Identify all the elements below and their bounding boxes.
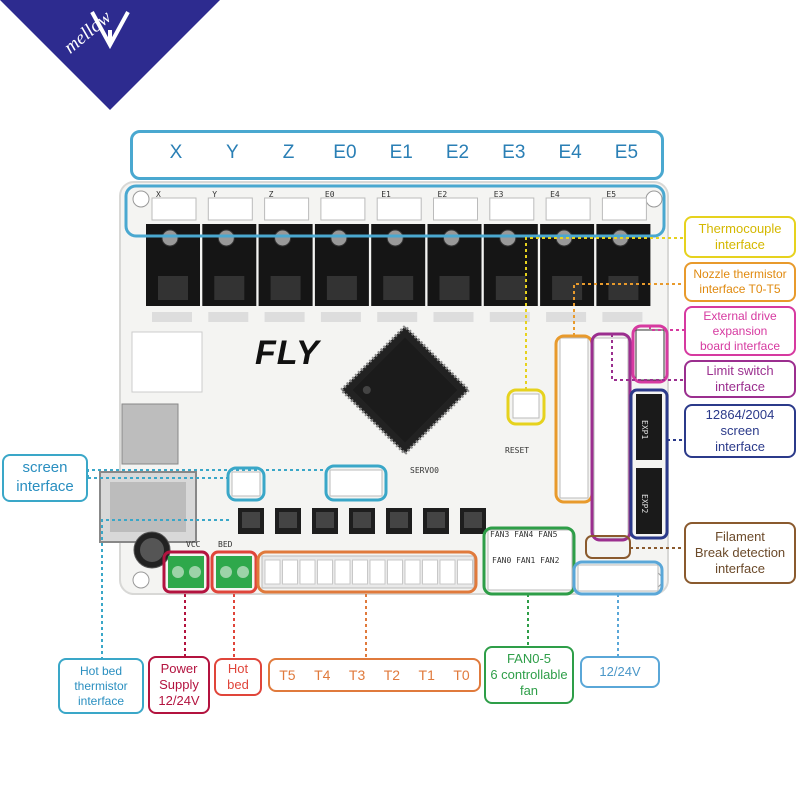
heater-outputs-label: T5 T4 T3 T2 T1 T0	[268, 658, 481, 692]
screen-interface-right-label: 12864/2004 screen interface	[684, 404, 796, 458]
logo-badge	[0, 0, 220, 110]
stepper-driver-e3	[483, 197, 538, 322]
axis-label-e1: E1	[389, 142, 413, 163]
mosfet	[423, 508, 449, 534]
filament-detection-label: Filament Break detection interface	[684, 522, 796, 584]
hotbed-thermistor-label: Hot bed thermistor interface	[58, 658, 144, 714]
silk-axis-z: Z	[268, 190, 274, 199]
fans-bottom-silk: FAN0 FAN1 FAN2	[492, 556, 560, 565]
stepper-driver-e5	[596, 197, 651, 322]
silk-axis-e2: E2	[437, 190, 448, 199]
fpc-connector	[635, 329, 665, 381]
servo-silk: SERVO0	[410, 466, 439, 475]
axis-label-e2: E2	[445, 142, 470, 163]
axis-label-row	[130, 130, 664, 180]
hot-bed-label: Hot bed	[214, 658, 262, 696]
heater-terminal-cell	[264, 559, 281, 585]
heater-label-t2: T2	[383, 667, 401, 683]
stepper-driver-e4	[540, 197, 595, 322]
stepper-driver-x	[146, 197, 200, 322]
silk-axis-e5: E5	[606, 190, 617, 199]
stepper-driver-e1	[371, 197, 426, 322]
exp1-silk: EXP1	[640, 420, 649, 440]
sd-card-slot	[121, 403, 179, 465]
heater-terminal-cell	[299, 559, 316, 585]
mount-hole	[132, 571, 150, 589]
silk-axis-x: X	[156, 190, 161, 199]
axis-label-x: X	[169, 142, 183, 163]
heater-terminal-cell	[387, 559, 403, 585]
mount-hole	[645, 190, 663, 208]
heater-label-t5: T5	[279, 667, 296, 683]
silk-axis-e1: E1	[381, 190, 391, 199]
heater-terminal-cell	[404, 559, 421, 585]
exp1-header	[636, 394, 662, 460]
heater-label-t0: T0	[453, 667, 470, 683]
heater-terminal-cell	[457, 559, 473, 585]
screen-connector-mid	[329, 469, 383, 497]
silk-axis-y: Y	[212, 190, 218, 199]
fan-connectors	[487, 529, 573, 591]
screen-connector-left	[231, 471, 261, 497]
thermocouple-connector	[512, 393, 540, 419]
axis-label-e3: E3	[502, 142, 526, 163]
axis-label-e5: E5	[614, 142, 639, 163]
heater-terminal-cell	[439, 559, 456, 585]
axis-label-z: Z	[282, 142, 295, 163]
heater-terminal-cell	[317, 559, 333, 585]
vcc-silk: VCC	[186, 540, 201, 549]
axis-label-y: Y	[225, 142, 239, 163]
reset-silk: RESET	[505, 446, 530, 455]
heater-terminal-cell	[422, 559, 438, 585]
stepper-driver-z	[258, 197, 313, 322]
mosfet	[386, 508, 412, 534]
nozzle-thermistor-label: Nozzle thermistor interface T0-T5	[684, 262, 796, 302]
heater-label-t3: T3	[348, 667, 366, 683]
mcu-chip	[339, 324, 471, 456]
mosfet	[349, 508, 375, 534]
mosfet	[460, 508, 486, 534]
axis-label-e0: E0	[333, 142, 357, 163]
exp2-silk: EXP2	[640, 494, 649, 514]
silk-axis-e3: E3	[493, 190, 504, 199]
heater-terminal-cell	[369, 559, 386, 585]
exp2-header	[636, 468, 662, 534]
logo-mark	[90, 11, 130, 50]
axis-label-e4: E4	[558, 142, 582, 163]
stepper-driver-e0	[314, 197, 369, 322]
mount-hole	[132, 190, 150, 208]
silk-axis-e0: E0	[324, 190, 335, 199]
external-drive-label: External drive expansion board interface	[684, 306, 796, 356]
fans-top-silk: FAN3 FAN4 FAN5	[490, 530, 558, 539]
heater-terminal-cell	[334, 559, 351, 585]
heater-terminal-cell	[282, 559, 298, 585]
mosfet	[312, 508, 338, 534]
mosfet	[275, 508, 301, 534]
silk-axis-e4: E4	[550, 190, 560, 199]
sd-card-reader	[131, 331, 203, 393]
stepper-driver-y	[202, 197, 257, 322]
heater-terminal-cell	[352, 559, 368, 585]
stepper-driver-e2	[427, 197, 482, 322]
heater-label-t1: T1	[418, 667, 435, 683]
thermocouple-label: Thermocouple interface	[684, 216, 796, 258]
vcc-label: 12/24V	[580, 656, 660, 688]
thermistor-headers	[559, 337, 589, 499]
heater-label-t4: T4	[314, 667, 331, 683]
vcc-connector	[577, 564, 659, 592]
bed-silk: BED	[218, 540, 233, 549]
endstop-headers	[593, 337, 629, 539]
limit-switch-label: Limit switch interface	[684, 360, 796, 398]
screen-interface-left-label: screen interface	[2, 454, 88, 502]
power-supply-label: Power Supply 12/24V	[148, 656, 210, 714]
fan-label: FAN0-5 6 controllable fan	[484, 646, 574, 704]
mosfet	[238, 508, 264, 534]
board-title: FLY	[255, 334, 320, 372]
